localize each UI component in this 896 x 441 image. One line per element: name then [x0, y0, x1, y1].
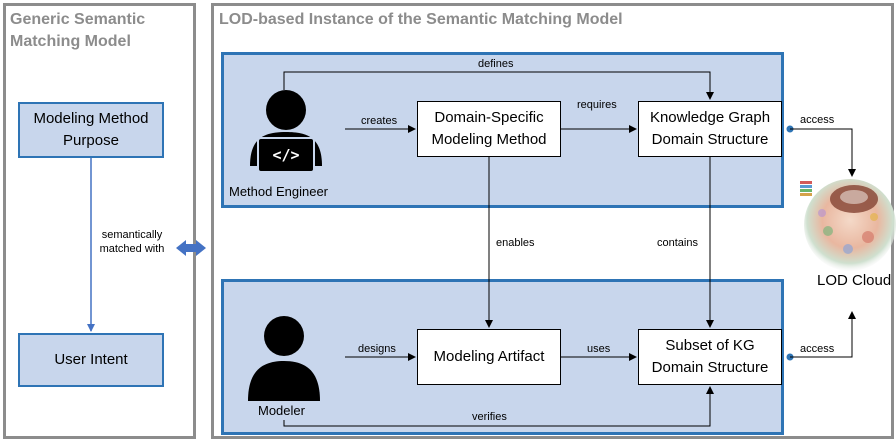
- user-intent-box: User Intent: [18, 333, 164, 387]
- enables-label: enables: [496, 237, 535, 249]
- double-arrow: [176, 240, 206, 256]
- subset-line2: Domain Structure: [651, 359, 769, 376]
- modeling-method-purpose-box: Modeling Method Purpose: [18, 102, 164, 158]
- modeler-label: Modeler: [258, 403, 305, 418]
- purpose-line2: Purpose: [63, 132, 119, 149]
- dsmm-line1: Domain-Specific: [434, 109, 544, 126]
- kg-line2: Domain Structure: [651, 131, 769, 148]
- verifies-edge: [283, 386, 714, 427]
- modeling-artifact-box: Modeling Artifact: [417, 329, 561, 385]
- user-intent-label: User Intent: [54, 351, 128, 368]
- designs-label: designs: [358, 343, 396, 355]
- defines-edge: [283, 71, 714, 100]
- matched-line2: matched with: [99, 243, 165, 255]
- subset-line1: Subset of KG: [665, 337, 755, 354]
- lod-panel-title: LOD-based Instance of the Semantic Match…: [219, 11, 623, 28]
- requires-label: requires: [577, 99, 617, 111]
- access-bottom-label: access: [800, 343, 835, 355]
- matched-line1: semantically: [101, 229, 163, 241]
- generic-panel-frame: [3, 3, 196, 439]
- modeler-icon: [248, 316, 320, 401]
- method-engineer-label: Method Engineer: [229, 184, 329, 199]
- generic-title-line2: Matching Model: [10, 33, 131, 50]
- generic-title-line1: Generic Semantic: [10, 11, 146, 28]
- generic-panel-title: Generic Semantic Matching Model: [10, 9, 145, 53]
- defines-label: defines: [478, 58, 514, 70]
- kg-line1: Knowledge Graph: [649, 109, 771, 126]
- knowledge-graph-box: Knowledge Graph Domain Structure: [638, 101, 782, 157]
- artifact-label: Modeling Artifact: [433, 348, 545, 365]
- contains-label: contains: [657, 237, 698, 249]
- access-top-edge: [790, 128, 856, 177]
- lod-cloud-image: [800, 179, 896, 271]
- matched-label: semantically matched with: [92, 228, 172, 256]
- domain-specific-modeling-method-box: Domain-Specific Modeling Method: [417, 101, 561, 157]
- purpose-line1: Modeling Method: [33, 110, 149, 127]
- method-engineer-icon: </>: [250, 90, 322, 173]
- svg-text:</>: </>: [272, 146, 299, 164]
- access-top-label: access: [800, 114, 835, 126]
- uses-label: uses: [587, 343, 611, 355]
- creates-label: creates: [361, 115, 398, 127]
- subset-kg-box: Subset of KG Domain Structure: [638, 329, 782, 385]
- access-bottom-edge: [790, 311, 856, 358]
- verifies-label: verifies: [472, 411, 507, 423]
- lod-cloud-label: LOD Cloud: [817, 272, 892, 289]
- dsmm-line2: Modeling Method: [431, 131, 547, 148]
